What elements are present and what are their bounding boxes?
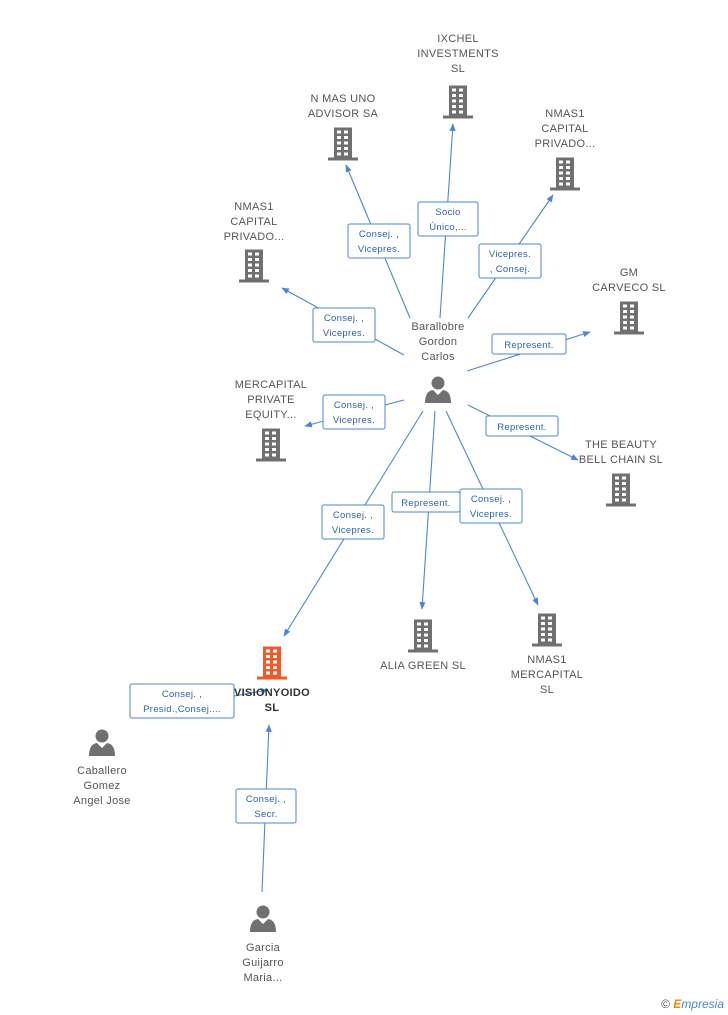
relation-label-text: Consej. , — [471, 494, 511, 505]
relation-label[interactable]: Consej. , Vicepres. — [459, 488, 523, 524]
relation-label[interactable]: Represent. — [485, 415, 559, 437]
relation-label-text: Vicepres. — [489, 249, 531, 260]
node-ixchel[interactable]: IXCHEL INVESTMENTS SL — [417, 33, 499, 119]
relation-label[interactable]: Consej. , Vicepres. — [321, 504, 385, 540]
node-label: Caballero — [77, 765, 127, 777]
relation-label[interactable]: Consej. , Secr. — [235, 788, 297, 824]
company-building-icon[interactable] — [328, 127, 358, 161]
relation-label-text: Vicepres. — [470, 509, 512, 520]
relation-label[interactable]: Consej. , Vicepres. — [312, 307, 376, 343]
node-label: PRIVATE — [247, 394, 295, 406]
company-building-icon[interactable] — [256, 428, 286, 462]
relation-label[interactable]: Consej. , Vicepres. — [322, 394, 386, 430]
node-nmasuno[interactable]: N MAS UNO ADVISOR SA — [308, 93, 379, 161]
node-label: GM — [620, 267, 638, 279]
person-icon[interactable] — [425, 376, 451, 404]
node-label: VISIONYOIDO — [234, 687, 310, 699]
node-label: INVESTMENTS — [417, 48, 499, 60]
node-gmcarveco[interactable]: GM CARVECO SL — [592, 267, 666, 335]
copyright-symbol: © — [661, 997, 670, 1011]
node-label: PRIVADO... — [535, 138, 596, 150]
node-label: NMAS1 — [527, 654, 566, 666]
node-visionyoido[interactable]: VISIONYOIDO SL — [234, 646, 310, 715]
brand-initial: E — [673, 997, 682, 1011]
relation-label-text: Vicepres. — [333, 415, 375, 426]
node-label: SL — [540, 684, 554, 696]
node-label: Carlos — [421, 351, 455, 363]
relation-label-text: Vicepres. — [323, 328, 365, 339]
relation-label[interactable]: Consej. , Presid.,Consej.... — [129, 683, 235, 719]
node-label: Garcia — [246, 942, 281, 954]
company-building-icon[interactable] — [532, 613, 562, 647]
relation-label[interactable]: SocioÚnico,... — [417, 201, 479, 237]
node-label: IXCHEL — [437, 33, 479, 45]
company-building-icon[interactable] — [550, 157, 580, 191]
company-building-icon[interactable] — [408, 619, 438, 653]
node-label: EQUITY... — [245, 409, 296, 421]
company-building-icon[interactable] — [606, 473, 636, 507]
relation-label-text: Vicepres. — [332, 525, 374, 536]
node-label: Guijarro — [242, 957, 284, 969]
person-icon[interactable] — [89, 729, 115, 757]
company-building-icon[interactable] — [443, 85, 473, 119]
brand-footer: © Empresia — [661, 997, 724, 1011]
node-label: Gordon — [419, 336, 458, 348]
relation-label-text: Único,... — [429, 222, 467, 233]
node-label: SL — [451, 63, 465, 75]
node-label: MERCAPITAL — [235, 379, 307, 391]
relation-label-text: Vicepres. — [358, 244, 400, 255]
brand-name: mpresia — [681, 997, 724, 1011]
node-label: ADVISOR SA — [308, 108, 379, 120]
relation-label-text: Presid.,Consej.... — [143, 704, 221, 715]
relation-label-text: Represent. — [504, 340, 553, 351]
node-alia[interactable]: ALIA GREEN SL — [380, 619, 466, 673]
node-label: THE BEAUTY — [585, 439, 657, 451]
node-label: CARVECO SL — [592, 282, 666, 294]
relation-label-text: Consej. , — [334, 400, 374, 411]
node-label: BELL CHAIN SL — [579, 454, 663, 466]
company-building-icon[interactable] — [239, 249, 269, 283]
relation-label-text: Consej. , — [359, 229, 399, 240]
relation-label-text: Consej. , — [333, 510, 373, 521]
node-label: NMAS1 — [545, 108, 584, 120]
relation-label[interactable]: Vicepres. , Consej. — [478, 243, 542, 279]
node-label: N MAS UNO — [310, 93, 375, 105]
relation-label[interactable]: Consej. , Vicepres. — [347, 223, 411, 259]
node-label: Gomez — [84, 780, 121, 792]
node-garcia[interactable]: GarciaGuijarroMaria... — [242, 905, 284, 985]
node-beauty[interactable]: THE BEAUTY BELL CHAIN SL — [579, 439, 663, 507]
node-label: MERCAPITAL — [511, 669, 583, 681]
node-mercapital[interactable]: MERCAPITAL PRIVATE EQUITY... — [235, 379, 307, 462]
node-label: Barallobre — [411, 321, 464, 333]
relation-label[interactable]: Represent. — [491, 333, 567, 355]
node-label: PRIVADO... — [224, 231, 285, 243]
relation-label[interactable]: Represent. — [391, 491, 461, 513]
relation-label-text: Represent. — [401, 498, 450, 509]
relation-label-text: Consej. , — [162, 689, 202, 700]
relation-label-text: Consej. , — [246, 794, 286, 805]
node-label: CAPITAL — [230, 216, 277, 228]
node-label: SL — [265, 702, 280, 714]
person-icon[interactable] — [250, 905, 276, 933]
relation-label-text: Consej. , — [324, 313, 364, 324]
relation-label-text: Represent. — [497, 422, 546, 433]
node-label: Maria... — [243, 972, 282, 984]
company-building-icon-highlighted[interactable] — [257, 646, 287, 680]
company-building-icon[interactable] — [614, 301, 644, 335]
relation-label-text: Secr. — [254, 809, 277, 820]
relation-label-text: Socio — [435, 207, 460, 218]
node-label: NMAS1 — [234, 201, 273, 213]
relation-label-text: , Consej. — [490, 264, 530, 275]
node-label: CAPITAL — [541, 123, 588, 135]
node-label: ALIA GREEN SL — [380, 660, 466, 672]
node-label: Angel Jose — [73, 795, 130, 807]
